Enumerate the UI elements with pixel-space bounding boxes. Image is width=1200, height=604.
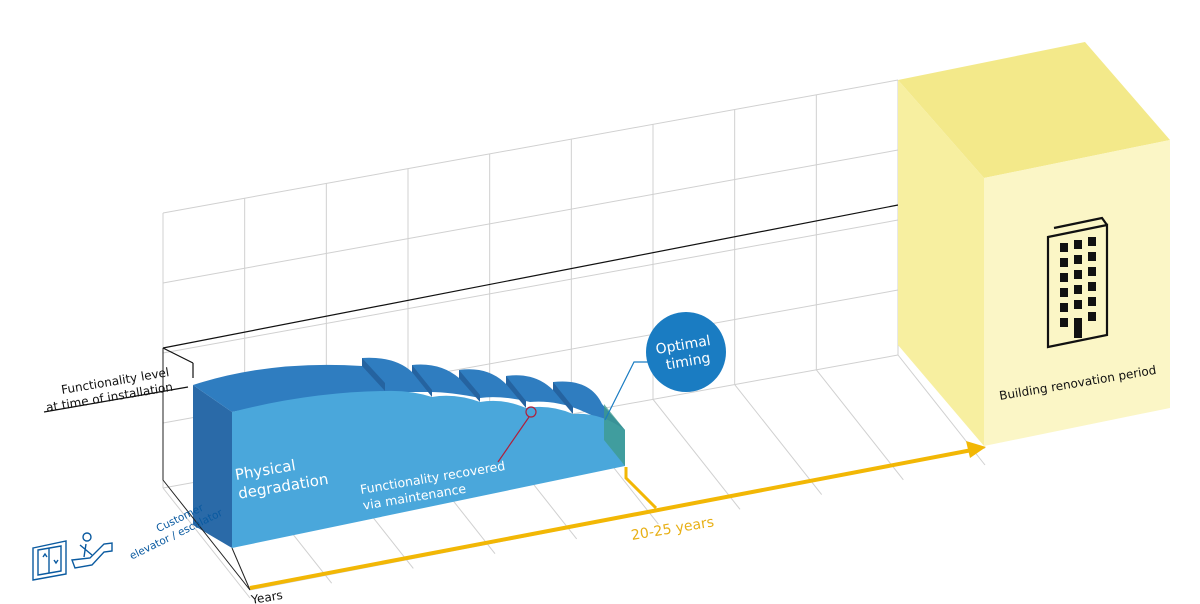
grid-line (162, 79, 899, 214)
building-icon (1046, 216, 1109, 349)
renovation-box-side (898, 80, 984, 446)
grid-line (162, 219, 899, 354)
elevator-icon (32, 540, 67, 581)
optimal-timing-callout (604, 312, 726, 421)
renovation-box-top (898, 42, 1170, 178)
degradation-top-face (193, 357, 625, 430)
grid-line (815, 369, 904, 481)
optimal-timing-badge (646, 312, 726, 392)
optimal-timing-label: Optimal timing (655, 332, 719, 374)
grid-line (162, 149, 899, 284)
timeline-arrow (249, 441, 986, 590)
escalator-icon (71, 532, 113, 569)
grid-line (162, 487, 251, 599)
grid-line (652, 399, 741, 510)
floor-axis (162, 348, 251, 591)
functionality-level-line (43, 204, 899, 413)
degradation-front-face (232, 390, 625, 548)
grid-line (734, 384, 823, 495)
degradation-side-face (193, 385, 232, 548)
degradation-prism (193, 357, 625, 548)
maintenance-pointer (497, 406, 537, 463)
functionality-level-label: Functionality level at time of installat… (42, 364, 176, 414)
years-axis-label: Years (249, 588, 284, 604)
duration-label: 20-25 years (630, 514, 715, 544)
